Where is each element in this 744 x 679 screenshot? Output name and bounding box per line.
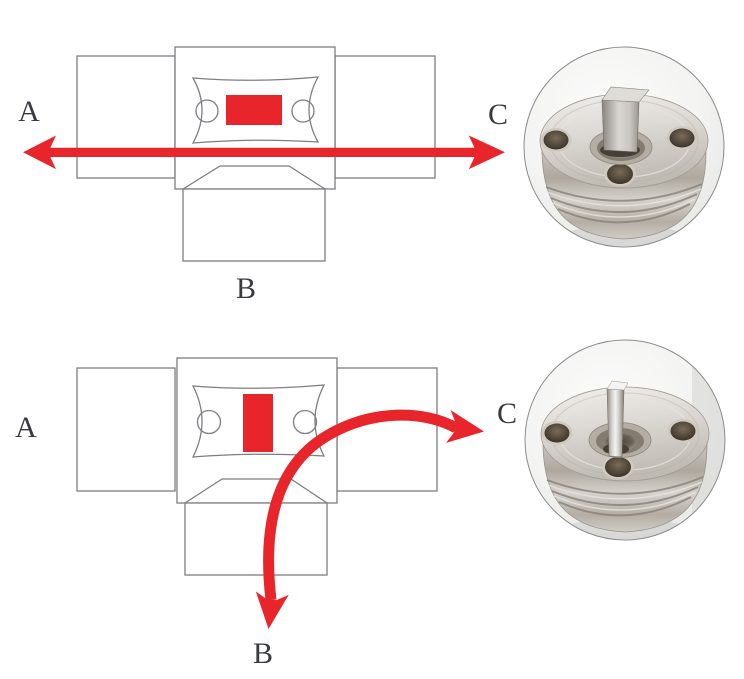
thread-groove [546, 476, 704, 495]
port-label-a: A [18, 95, 40, 128]
valve-spool-outline [191, 76, 320, 144]
valve-throat-drawing [184, 478, 328, 504]
thread-highlight [547, 481, 703, 500]
valve-core-photo-bottom [524, 339, 726, 541]
port-b-pipe-drawing [182, 188, 326, 262]
thread-groove [558, 496, 692, 517]
flow-hole-left [543, 130, 569, 150]
spool-screw-right [291, 99, 315, 123]
spool-screw-right [292, 409, 318, 435]
slot-indicator-horizontal [226, 95, 282, 125]
spool-screw-left [195, 99, 219, 123]
thread-highlight [552, 198, 696, 218]
spool-screw-left [196, 409, 222, 435]
flow-hole-bottom [607, 164, 633, 184]
thread-groove [550, 193, 698, 214]
thread-highlight [546, 188, 702, 207]
port-label-c: C [488, 98, 508, 131]
square-stem-front [601, 99, 640, 153]
port-label-c: C [497, 397, 517, 430]
flow-arrow-b-c-curve [263, 409, 459, 601]
flow-hole-bottom [605, 457, 631, 477]
thread-groove [545, 183, 703, 202]
port-label-a: A [15, 411, 37, 444]
port-c-pipe-drawing [336, 367, 438, 492]
flow-hole-right [670, 421, 696, 441]
top-flow-diagram: A B C [18, 46, 508, 305]
flow-arrow-a-c [23, 135, 505, 170]
photo-circle-border [523, 46, 725, 248]
thread-groove [557, 203, 691, 224]
valve-core-photo-top [523, 46, 725, 248]
port-a-pipe-drawing [76, 367, 176, 492]
bottom-flow-diagram: A B C [15, 357, 517, 670]
valve-throat-drawing [182, 165, 326, 190]
photo-circle-border [524, 339, 726, 541]
slot-indicator-vertical [243, 394, 273, 452]
port-c-pipe-drawing [334, 55, 436, 179]
pin-stem-front [606, 388, 625, 458]
port-a-pipe-drawing [76, 55, 176, 179]
square-stem-top [601, 86, 650, 103]
thread-highlight [553, 491, 697, 511]
valve-spool-outline [191, 384, 326, 458]
port-b-pipe-drawing [184, 502, 328, 576]
port-label-b: B [236, 272, 256, 305]
thread-groove [551, 486, 699, 507]
port-label-b: B [253, 637, 273, 670]
flow-hole-left [544, 423, 570, 443]
flow-hole-right [669, 128, 695, 148]
pin-stem-top [606, 380, 629, 391]
